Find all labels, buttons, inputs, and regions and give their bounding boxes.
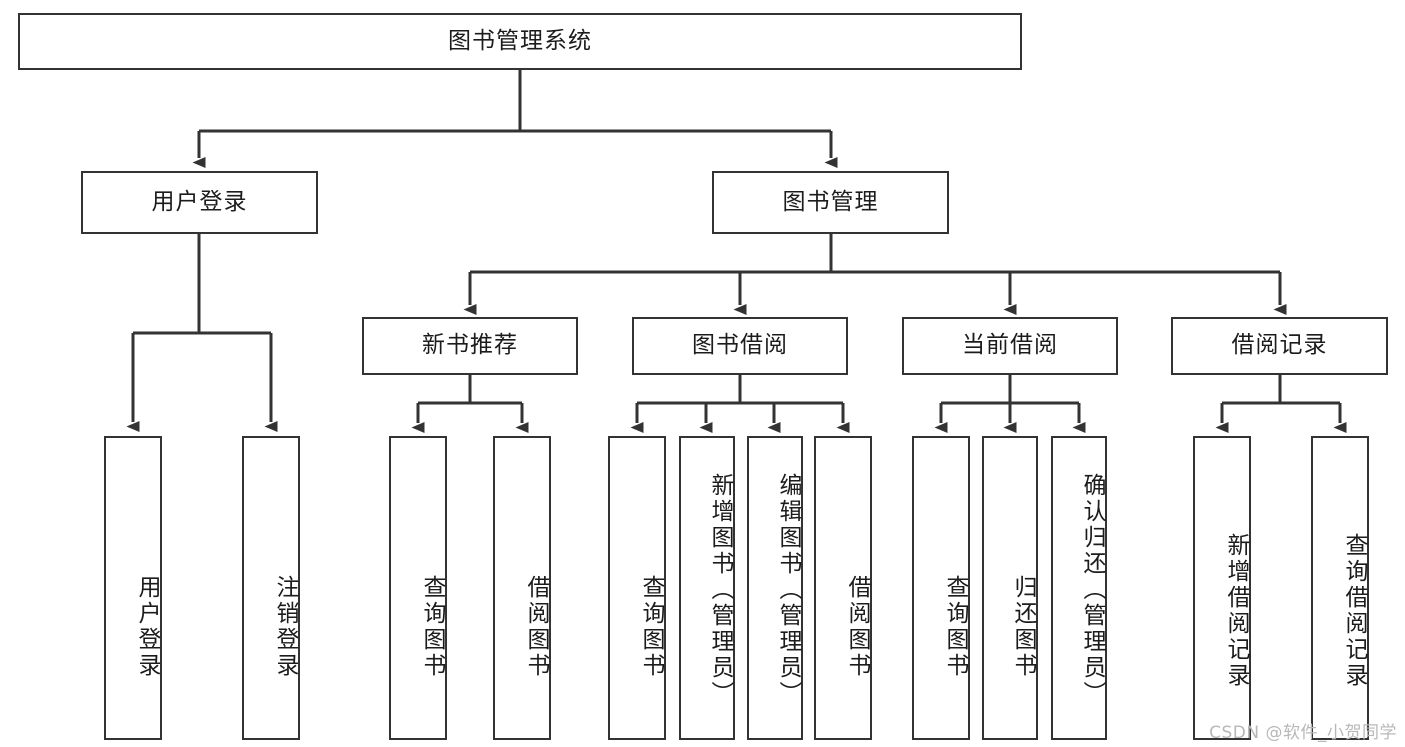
node-leaf-add-book-admin-label: 新增图书（管理员） — [707, 473, 733, 707]
node-leaf-add-borrow-record[interactable]: 新增借阅记录 — [1193, 436, 1251, 740]
node-leaf-query-book-borrow[interactable]: 查询图书 — [608, 436, 666, 740]
node-leaf-user-login[interactable]: 用户登录 — [104, 436, 162, 740]
node-leaf-query-borrow-record-label: 查询借阅记录 — [1341, 533, 1367, 689]
node-new-book-recommend[interactable]: 新书推荐 — [362, 317, 578, 375]
node-leaf-borrow-book-label: 借阅图书 — [844, 575, 870, 679]
node-user-login-label: 用户登录 — [151, 188, 248, 215]
node-leaf-edit-book-admin-label: 编辑图书（管理员） — [775, 473, 801, 707]
node-leaf-return-book[interactable]: 归还图书 — [982, 436, 1038, 740]
node-root-label: 图书管理系统 — [448, 27, 592, 54]
node-leaf-add-book-admin[interactable]: 新增图书（管理员） — [679, 436, 735, 740]
node-leaf-query-book-current-label: 查询图书 — [942, 575, 968, 679]
node-root[interactable]: 图书管理系统 — [18, 13, 1022, 70]
node-new-book-recommend-label: 新书推荐 — [422, 332, 518, 359]
node-leaf-user-login-label: 用户登录 — [134, 575, 160, 679]
node-user-login[interactable]: 用户登录 — [81, 171, 318, 234]
node-leaf-confirm-return-admin[interactable]: 确认归还（管理员） — [1051, 436, 1107, 740]
node-borrow-record[interactable]: 借阅记录 — [1171, 317, 1388, 375]
node-borrow-record-label: 借阅记录 — [1231, 332, 1328, 359]
node-leaf-query-book-borrow-label: 查询图书 — [638, 575, 664, 679]
node-leaf-query-book-new[interactable]: 查询图书 — [389, 436, 447, 740]
node-book-borrow[interactable]: 图书借阅 — [632, 317, 848, 375]
node-leaf-add-borrow-record-label: 新增借阅记录 — [1223, 533, 1249, 689]
node-leaf-borrow-book[interactable]: 借阅图书 — [814, 436, 872, 740]
node-leaf-query-borrow-record[interactable]: 查询借阅记录 — [1311, 436, 1369, 740]
node-leaf-return-book-label: 归还图书 — [1010, 575, 1036, 679]
node-leaf-logout-label: 注销登录 — [272, 575, 298, 679]
node-leaf-edit-book-admin[interactable]: 编辑图书（管理员） — [747, 436, 803, 740]
node-leaf-query-book-current[interactable]: 查询图书 — [912, 436, 970, 740]
node-leaf-borrow-book-new[interactable]: 借阅图书 — [493, 436, 551, 740]
csdn-watermark: CSDN @软件_小贺同学 — [1209, 723, 1397, 743]
node-leaf-confirm-return-admin-label: 确认归还（管理员） — [1079, 473, 1105, 707]
node-book-manage-label: 图书管理 — [782, 188, 879, 215]
node-book-manage[interactable]: 图书管理 — [712, 171, 949, 234]
node-current-borrow-label: 当前借阅 — [962, 332, 1058, 359]
node-book-borrow-label: 图书借阅 — [692, 332, 788, 359]
node-leaf-borrow-book-new-label: 借阅图书 — [523, 575, 549, 679]
node-current-borrow[interactable]: 当前借阅 — [902, 317, 1118, 375]
node-leaf-logout[interactable]: 注销登录 — [242, 436, 300, 740]
node-leaf-query-book-new-label: 查询图书 — [419, 575, 445, 679]
